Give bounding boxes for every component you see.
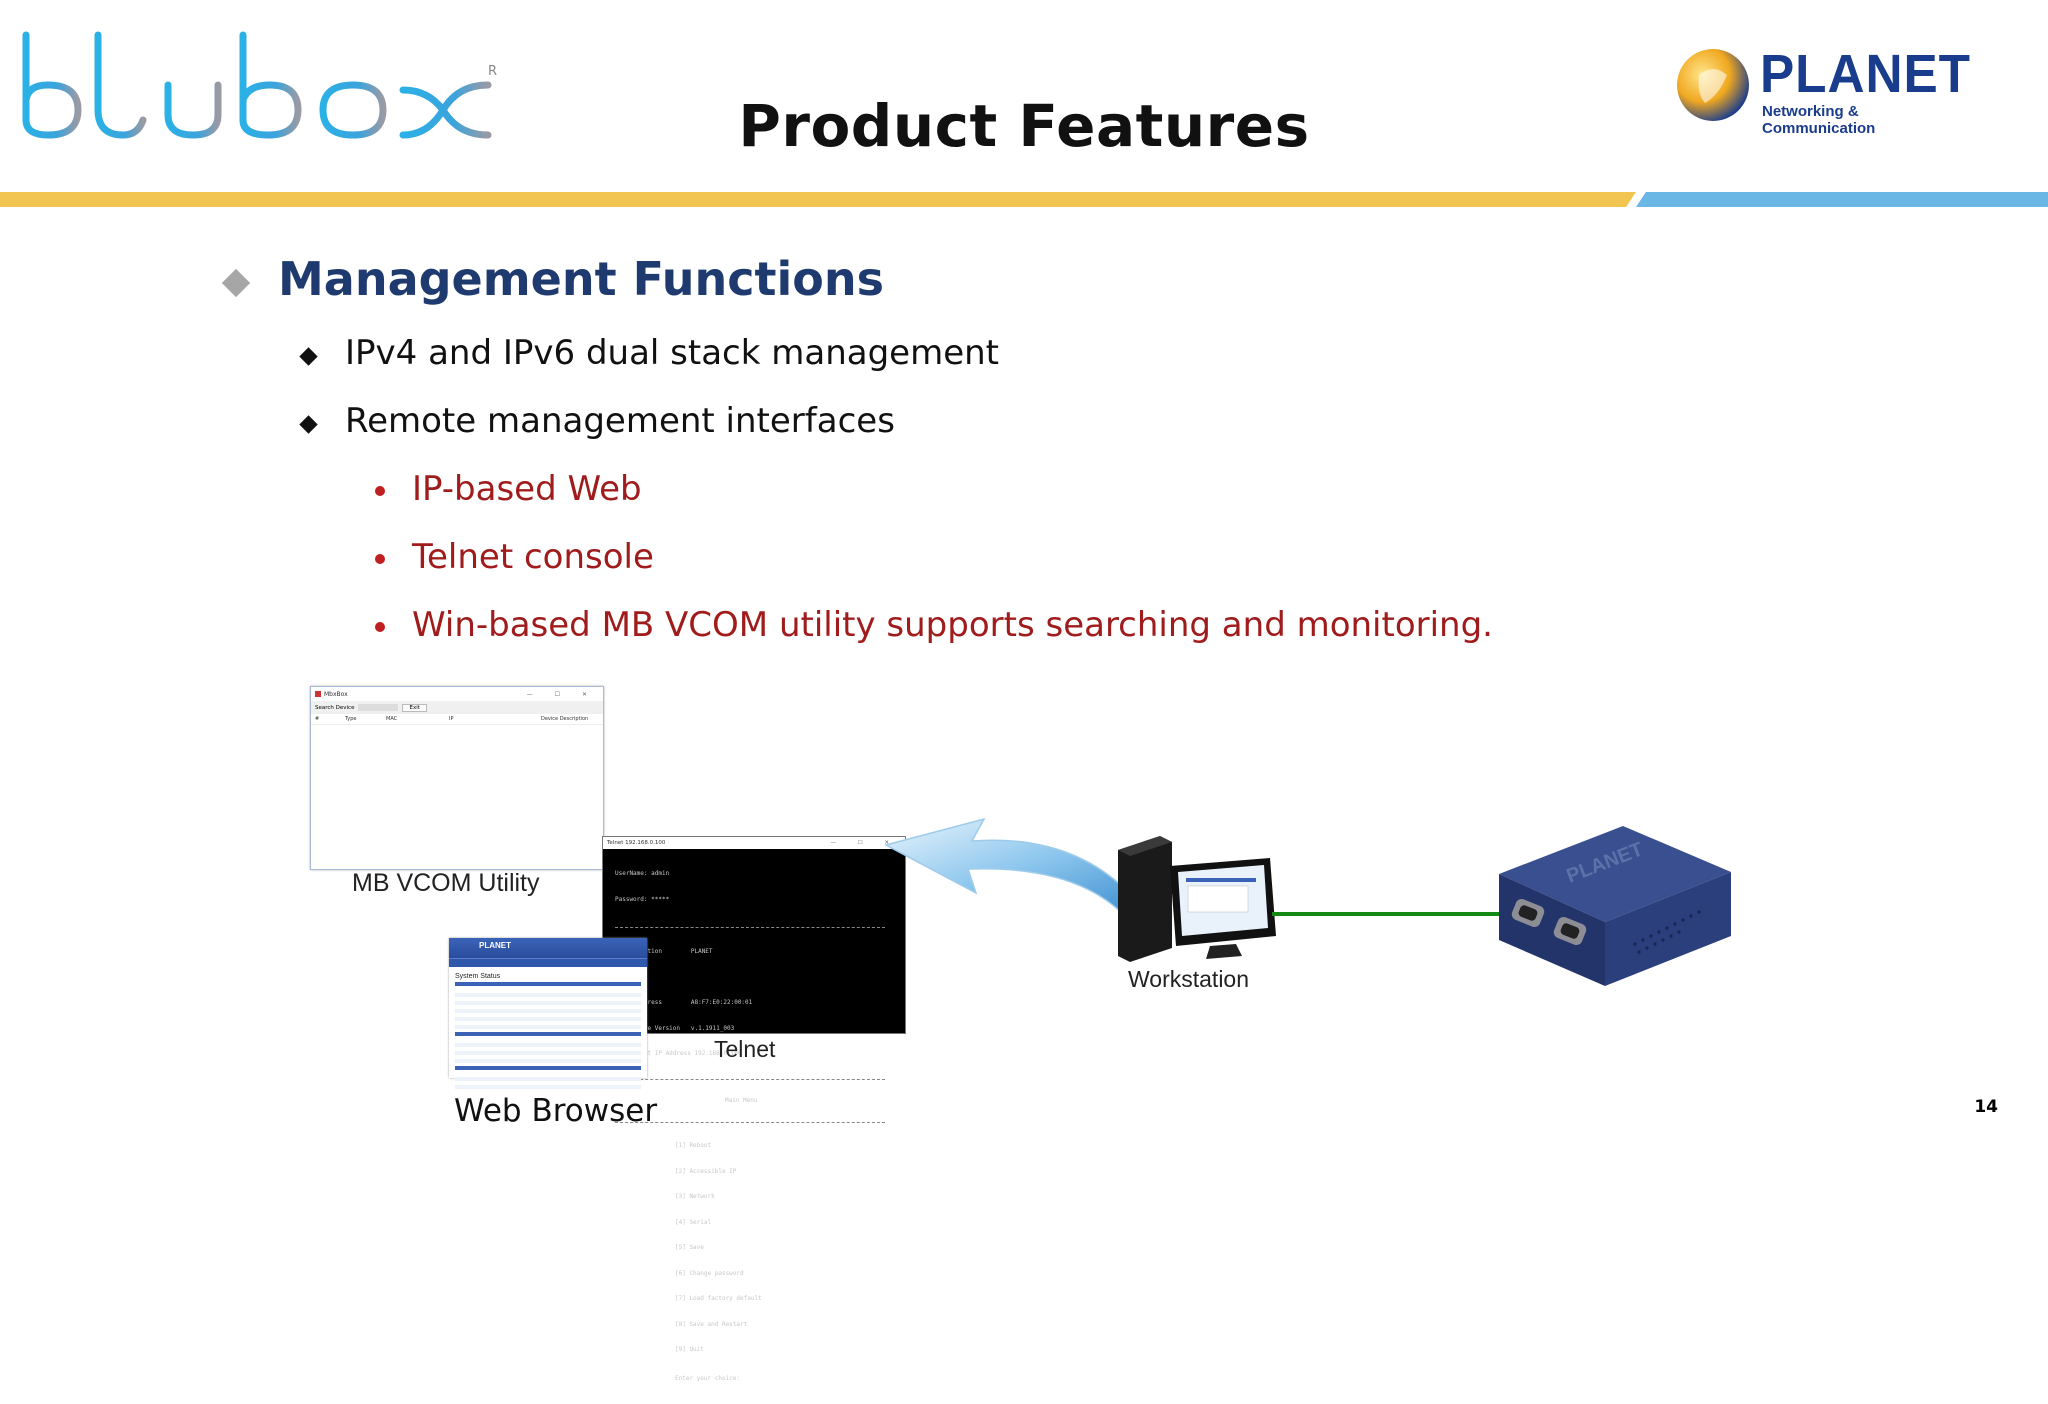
vcom-search-input[interactable] xyxy=(358,704,399,711)
page-number: 14 xyxy=(1974,1097,1998,1117)
telnet-window: Telnet 192.168.0.100 — ☐ ✕ UserName: adm… xyxy=(602,836,906,1382)
list-item: Remote management interfaces xyxy=(345,401,895,441)
sub-list-item: Win-based MB VCOM utility supports searc… xyxy=(412,605,1493,645)
section-bullet-icon xyxy=(221,268,251,298)
telnet-line: * MAC Address A8:F7:E0:22:00:01 xyxy=(615,999,753,1006)
telnet-line: [2] Accessible IP xyxy=(675,1167,737,1175)
header-band-blue xyxy=(1636,192,2048,207)
telnet-line: [1] Reboot xyxy=(675,1142,712,1149)
web-section-bar xyxy=(455,1032,641,1036)
vcom-toolbar: Search Device Exit xyxy=(311,701,603,714)
telnet-divider xyxy=(615,1078,885,1080)
sub-list-item: Telnet console xyxy=(412,537,654,577)
web-section-bar xyxy=(455,982,641,986)
telnet-line: [9] Quit xyxy=(675,1346,704,1353)
telnet-line: Enter your choice: xyxy=(675,1374,741,1382)
telnet-line: Main Menu xyxy=(725,1096,758,1104)
telnet-titlebar: Telnet 192.168.0.100 — ☐ ✕ xyxy=(603,837,905,849)
window-controls-icon: — ☐ ✕ xyxy=(830,840,899,846)
web-brand: PLANET xyxy=(479,941,511,950)
bullet-dot-icon xyxy=(375,486,385,496)
workstation-icon xyxy=(1110,828,1280,963)
section-heading: Management Functions xyxy=(278,252,884,306)
telnet-line: [7] Load factory default xyxy=(675,1295,762,1302)
workstation-caption: Workstation xyxy=(1128,966,1250,992)
bullet-dot-icon xyxy=(375,554,385,564)
telnet-line: * Corporation PLANET xyxy=(615,948,713,955)
web-header: PLANET xyxy=(449,938,647,958)
serial-device-icon: PLANET xyxy=(1495,822,1735,992)
vcom-titlebar: MbxBox — ☐ ✕ xyxy=(311,687,603,701)
bullet-diamond-icon xyxy=(299,415,318,434)
telnet-line: UserName: admin xyxy=(615,870,670,877)
vcom-col-index: # xyxy=(315,716,320,722)
vcom-exit-button[interactable]: Exit xyxy=(402,703,427,712)
vcom-col-description: Device Description xyxy=(541,716,589,722)
telnet-line: Password: ***** xyxy=(615,895,670,903)
window-controls-icon: — ☐ ✕ xyxy=(526,690,597,698)
page-title: Product Features xyxy=(738,92,1310,160)
bullet-diamond-icon xyxy=(299,347,318,366)
telnet-divider xyxy=(615,927,885,928)
telnet-line: [5] Save xyxy=(675,1244,704,1251)
vcom-caption: MB VCOM Utility xyxy=(352,869,540,897)
web-browser-window: PLANET System Status xyxy=(449,938,647,1091)
telnet-divider xyxy=(615,1122,885,1123)
planet-logo-tagline: Networking & Communication xyxy=(1762,103,1876,137)
web-browser-caption: Web Browser xyxy=(454,1093,658,1129)
telnet-window-title: Telnet 192.168.0.100 xyxy=(607,840,666,846)
telnet-line: [8] Save and Restart xyxy=(675,1320,748,1328)
web-table xyxy=(455,989,641,1029)
telnet-line: * Firmware Version v.1.1911_003 xyxy=(615,1024,735,1032)
telnet-line: [6] Change password xyxy=(675,1269,744,1277)
vcom-window: MbxBox — ☐ ✕ Search Device Exit # Type M… xyxy=(310,686,604,870)
vcom-col-ip: IP xyxy=(449,716,454,722)
app-icon xyxy=(315,691,321,697)
planet-logo-name: PLANET xyxy=(1760,44,1971,104)
vcom-col-type: Type xyxy=(345,716,357,722)
header-band-yellow xyxy=(0,192,1636,207)
web-section-bar xyxy=(455,1066,641,1070)
blubox-logo: R xyxy=(18,30,508,150)
web-table xyxy=(455,1073,641,1091)
vcom-window-title: MbxBox xyxy=(324,690,348,698)
bullet-dot-icon xyxy=(375,622,385,632)
vcom-table-header: # Type MAC IP Device Description xyxy=(311,714,603,725)
telnet-line: [3] Network xyxy=(675,1193,715,1200)
telnet-caption: Telnet xyxy=(714,1036,776,1062)
vcom-col-mac: MAC xyxy=(386,716,398,722)
list-item: IPv4 and IPv6 dual stack management xyxy=(345,333,1000,373)
web-table xyxy=(455,1039,641,1063)
planet-logo: PLANET Networking & Communication xyxy=(1675,44,1975,137)
sub-list-item: IP-based Web xyxy=(412,469,642,509)
web-heading: System Status xyxy=(455,973,501,980)
web-nav[interactable] xyxy=(449,958,647,967)
vcom-search-label[interactable]: Search Device xyxy=(315,704,355,711)
telnet-line: [4] Serial xyxy=(675,1218,712,1226)
network-link-line xyxy=(1272,912,1500,916)
svg-text:R: R xyxy=(488,64,497,79)
telnet-line: * Model xyxy=(615,974,893,983)
